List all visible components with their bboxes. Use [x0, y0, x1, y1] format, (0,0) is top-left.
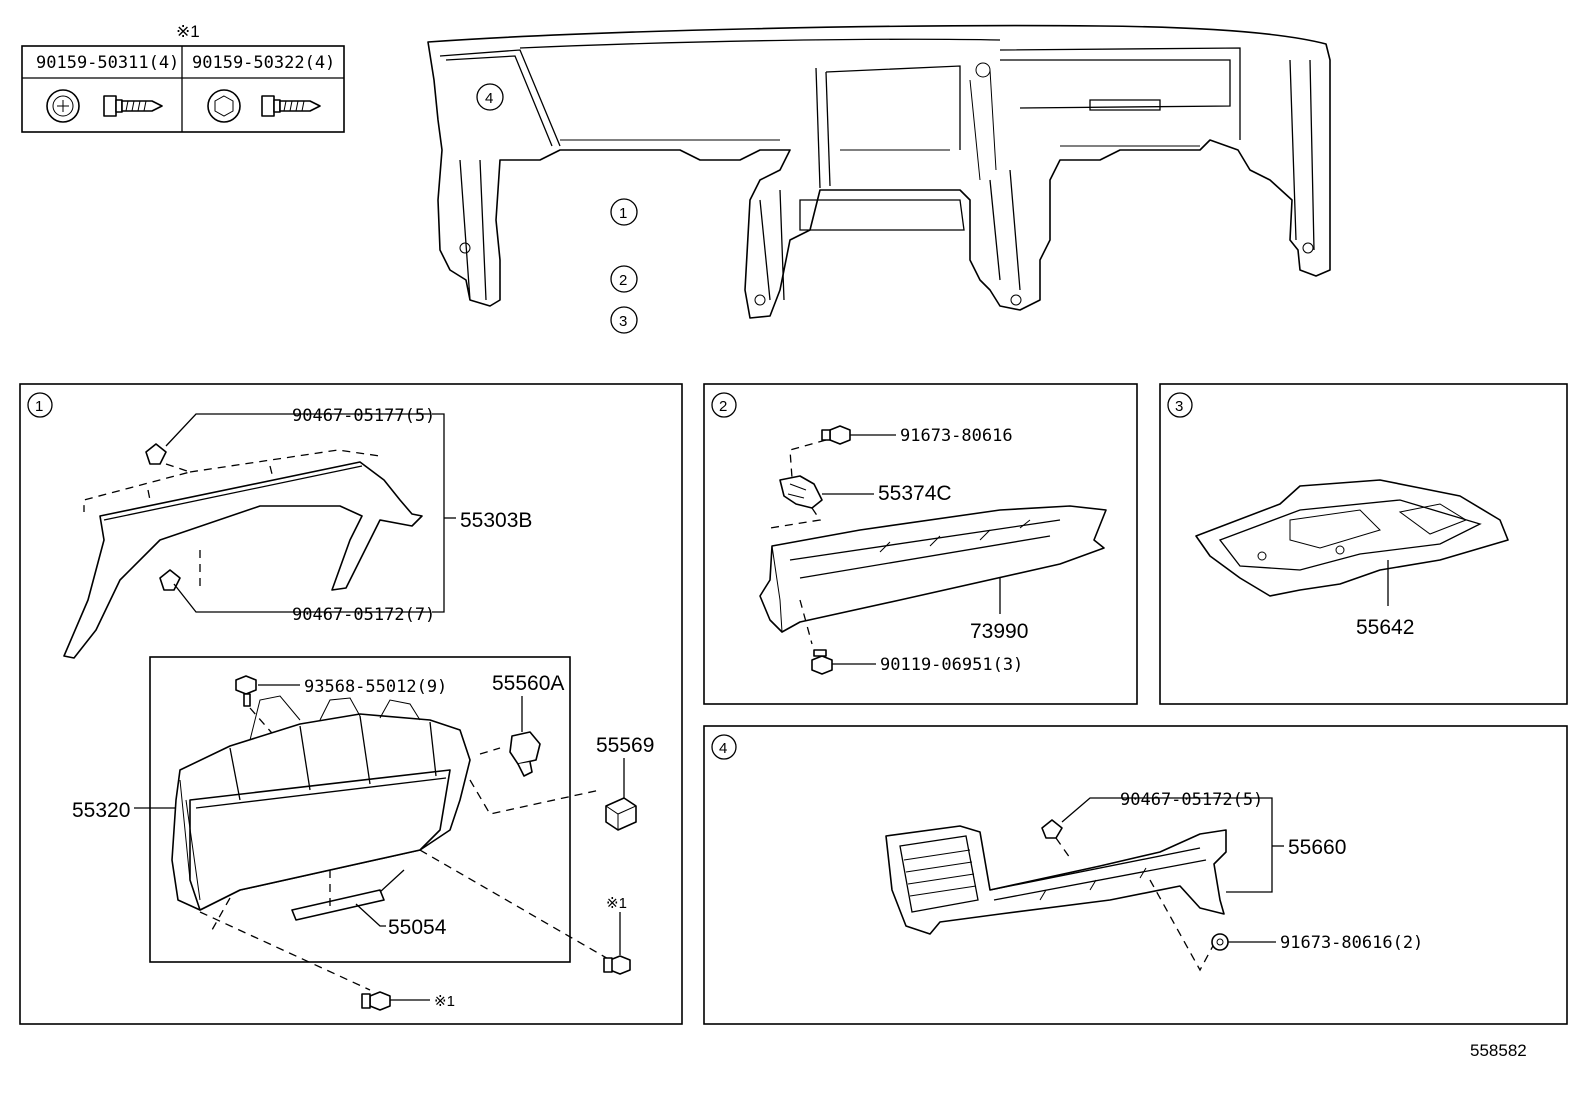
panel-2-frame	[703, 383, 1138, 705]
trim-label: 55303B	[460, 509, 532, 532]
panel-3-id: 3	[1167, 392, 1193, 418]
svg-text:4: 4	[485, 90, 493, 107]
bolt-label: 90119-06951(3)	[880, 655, 1023, 675]
legend-mark: ※1	[176, 22, 200, 41]
panel-1-id: 1	[27, 392, 53, 418]
panel-2-knee-panel: 2 91673-80616 55374C 73990 90119-06951	[703, 383, 1138, 705]
fastener-legend: ※1 90159-50311(4) 90159-50322(4)	[21, 22, 345, 133]
damper-icon	[605, 797, 637, 831]
svg-text:1: 1	[35, 398, 43, 415]
callout-2: 2	[610, 265, 638, 293]
legend-table	[21, 45, 345, 133]
switch-label: 55560A	[492, 672, 564, 695]
damper-label: 55569	[596, 734, 654, 757]
nut-icon	[1211, 933, 1229, 951]
phillips-head-icon	[46, 89, 80, 123]
legend-bolt-a-label: 90159-50311(4)	[36, 53, 179, 73]
callout-4: 4	[476, 83, 504, 111]
callout-1: 1	[610, 198, 638, 226]
switch-icon	[509, 731, 541, 777]
svg-text:1: 1	[619, 205, 627, 222]
knee-panel-label: 73990	[970, 620, 1028, 643]
screw-side-icon	[103, 95, 163, 117]
svg-text:3: 3	[1175, 398, 1183, 415]
bolt-icon	[361, 991, 391, 1011]
panel-label: 55660	[1288, 836, 1346, 859]
figure-number: 558582	[1470, 1041, 1527, 1060]
rod-label: 55054	[388, 916, 447, 939]
instrument-panel-overview: 4 1 2 3	[427, 24, 1331, 334]
mark-bottom: ※1	[434, 993, 455, 1010]
screw-icon	[235, 675, 257, 707]
bracket-label: 55374C	[878, 482, 952, 505]
screw-side-icon	[261, 95, 321, 117]
panel-3-pad: 3 55642	[1159, 383, 1568, 705]
screw-top-label: 91673-80616	[900, 426, 1013, 446]
glove-box-subframe	[149, 656, 571, 963]
nut-label: 91673-80616(2)	[1280, 933, 1423, 953]
rod-icon	[291, 869, 405, 921]
bolt-icon	[603, 955, 631, 975]
pad-label: 55642	[1356, 616, 1414, 639]
bracket-icon	[779, 475, 823, 509]
screw-icon	[821, 425, 851, 445]
clip-icon	[145, 443, 167, 465]
callout-3: 3	[610, 306, 638, 334]
panel-4-id: 4	[711, 734, 737, 760]
panel-1-frame	[19, 383, 683, 1025]
svg-text:2: 2	[619, 272, 627, 289]
panel-4-center-panel: 4 90467-05172(5) 55660 91673-80616(2)	[703, 725, 1568, 1025]
mark-right: ※1	[606, 895, 627, 912]
svg-text:3: 3	[619, 313, 627, 330]
svg-text:2: 2	[719, 398, 727, 415]
hex-head-icon	[207, 89, 241, 123]
panel-1-glove-box: 1 90467-05177(5) 55303B 90467-05172(7)	[19, 383, 683, 1025]
screw-label: 93568-55012(9)	[304, 677, 447, 697]
clip-icon	[1041, 819, 1063, 839]
svg-text:4: 4	[719, 740, 727, 757]
clip-top-label: 90467-05177(5)	[292, 406, 435, 426]
legend-bolt-b-label: 90159-50322(4)	[192, 53, 335, 73]
glove-box-label: 55320	[72, 799, 130, 822]
panel-4-frame	[703, 725, 1568, 1025]
bolt-icon	[811, 649, 833, 675]
clip-label: 90467-05172(5)	[1120, 790, 1263, 810]
clip-bottom-label: 90467-05172(7)	[292, 605, 435, 625]
panel-3-frame	[1159, 383, 1568, 705]
panel-2-id: 2	[711, 392, 737, 418]
